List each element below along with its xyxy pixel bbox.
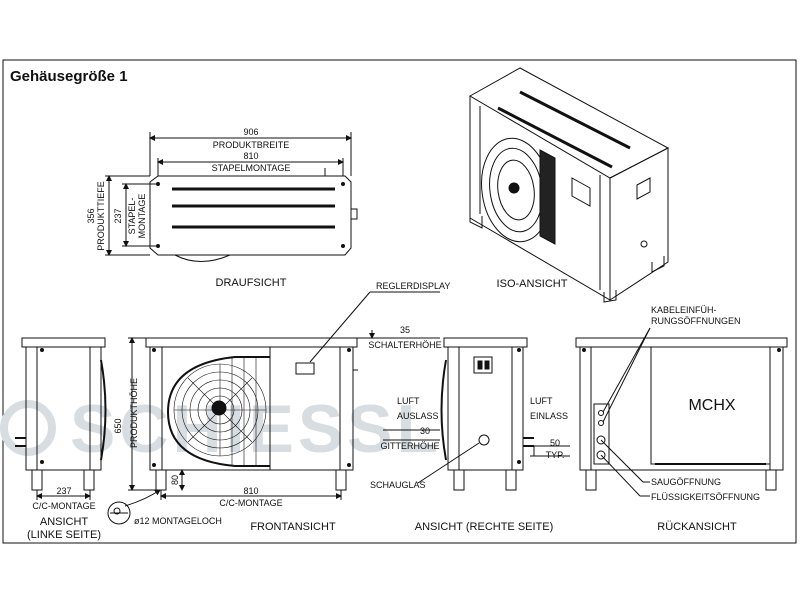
label-cc-front: C/C-MONTAGE <box>219 498 282 508</box>
mounting-hole-detail <box>107 489 161 525</box>
top-view <box>105 132 358 262</box>
label-luft-einlass-1: LUFT <box>530 396 553 406</box>
label-luft-auslass-2: AUSLASS <box>397 411 439 421</box>
rear-view <box>575 327 788 497</box>
label-luft-einlass-2: EINLASS <box>530 411 568 421</box>
dim-80: 80 <box>170 475 180 485</box>
label-gitterhoehe: GITTERHÖHE <box>380 441 439 451</box>
dim-237-top: 237 <box>113 208 123 223</box>
dim-810-front: 810 <box>243 486 258 496</box>
view-label-left: ANSICHT <box>40 516 89 528</box>
page-title: Gehäusegröße 1 <box>10 68 128 85</box>
label-mchx: MCHX <box>688 397 735 414</box>
right-side-view <box>383 337 570 491</box>
dim-30: 30 <box>420 426 430 436</box>
view-label-front: FRONTANSICHT <box>250 521 336 533</box>
dim-50: 50 <box>550 438 560 448</box>
label-produkthoehe: PRODUKTHÖHE <box>129 378 139 448</box>
label-reglerdisplay: REGLERDISPLAY <box>376 281 450 291</box>
dim-35: 35 <box>400 325 410 335</box>
label-produktbreite: PRODUKTBREITE <box>213 140 290 150</box>
label-montage: MONTAGE <box>137 194 147 239</box>
label-stapelmontage: STAPELMONTAGE <box>212 163 291 173</box>
view-label-iso: ISO-ANSICHT <box>497 278 568 290</box>
dim-650: 650 <box>113 418 123 433</box>
drawing-border <box>2 59 797 544</box>
dim-356: 356 <box>86 208 96 223</box>
label-stapel: STAPEL- <box>127 198 137 235</box>
label-typ: TYP. <box>546 450 565 460</box>
dim-237-left: 237 <box>56 486 71 496</box>
label-fluessigkeitsoeffnung: FLÜSSIGKEITSÖFFNUNG <box>651 492 760 502</box>
label-kabel-2: RUNGSÖFFNUNGEN <box>651 316 741 326</box>
left-side-view <box>15 337 107 500</box>
label-saugoeffnung: SAUGÖFFNUNG <box>651 477 721 487</box>
label-luft-auslass-1: LUFT <box>397 396 420 406</box>
dim-810-top: 810 <box>243 151 258 161</box>
label-montageloch: MONTAGELOCH <box>152 516 222 526</box>
view-label-left-2: (LINKE SEITE) <box>27 529 101 541</box>
dim-906: 906 <box>243 127 258 137</box>
dim-12: ø12 <box>134 516 150 526</box>
label-kabel-1: KABELEINFÜH- <box>651 305 717 315</box>
label-cc-left: C/C-MONTAGE <box>32 501 95 511</box>
label-schalterhoehe: SCHALTERHÖHE <box>368 340 441 350</box>
view-label-rear: RÜCKANSICHT <box>657 521 737 533</box>
front-view <box>128 291 440 500</box>
view-label-top: DRAUFSICHT <box>216 277 287 289</box>
label-produkttiefe: PRODUKTTIEFE <box>96 181 106 251</box>
iso-view <box>468 67 670 303</box>
view-label-right: ANSICHT (RECHTE SEITE) <box>415 521 554 533</box>
label-schauglas: SCHAUGLAS <box>370 480 426 490</box>
